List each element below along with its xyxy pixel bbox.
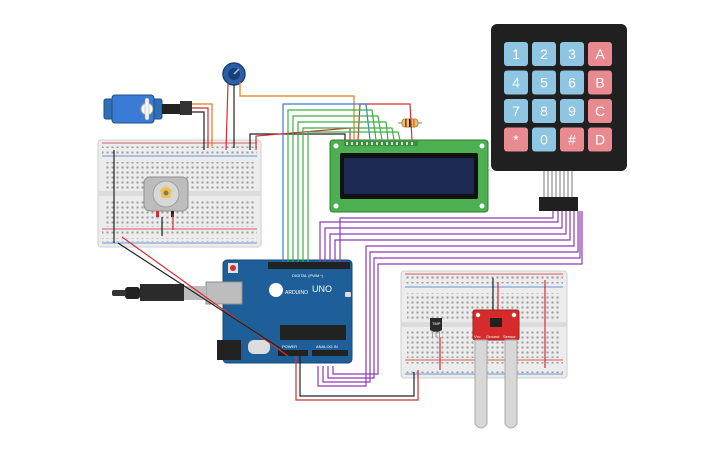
keypad-key-7[interactable]: 7 bbox=[504, 99, 528, 123]
keypad-key-*[interactable]: * bbox=[504, 127, 528, 152]
atmega-chip bbox=[280, 325, 346, 340]
keypad-key-label: A bbox=[595, 46, 605, 62]
lcd-display bbox=[329, 139, 489, 213]
keypad[interactable]: 1 2 3 A 4 5 6 B 7 8 9 C * 0 # D bbox=[491, 24, 627, 211]
keypad-key-label: 3 bbox=[568, 46, 576, 62]
keypad-key-label: 6 bbox=[568, 75, 576, 91]
moisture-pin-vcc: Vcc bbox=[474, 334, 481, 339]
keypad-key-1[interactable]: 1 bbox=[504, 42, 528, 66]
keypad-key-label: D bbox=[595, 132, 605, 148]
keypad-key-label: 8 bbox=[540, 103, 548, 119]
digital-label: DIGITAL (PWM~) bbox=[292, 273, 324, 278]
analog-header bbox=[312, 350, 348, 356]
dc-motor[interactable] bbox=[143, 176, 189, 217]
keypad-key-label: B bbox=[595, 75, 604, 91]
power-header bbox=[278, 350, 308, 356]
power-label: POWER bbox=[282, 344, 297, 349]
keypad-ribbon bbox=[539, 171, 578, 211]
servo-motor[interactable] bbox=[103, 94, 192, 124]
moisture-pin-ground: Ground bbox=[486, 334, 499, 339]
arduino-uno: DIGITAL (PWM~) ARDUINO UNO POWER ANALOG … bbox=[205, 259, 353, 364]
resistor[interactable] bbox=[398, 118, 422, 128]
keypad-key-label: * bbox=[513, 132, 519, 148]
keypad-key-5[interactable]: 5 bbox=[532, 70, 556, 95]
temperature-sensor[interactable]: TMP bbox=[430, 318, 442, 337]
keypad-key-9[interactable]: 9 bbox=[560, 99, 584, 123]
arduino-logo: ARDUINO bbox=[285, 290, 308, 296]
wires bbox=[113, 82, 583, 401]
keypad-key-label: 0 bbox=[540, 132, 548, 148]
keypad-key-label: 1 bbox=[512, 46, 520, 62]
power-jack bbox=[217, 340, 241, 360]
keypad-key-B[interactable]: B bbox=[588, 70, 612, 95]
keypad-key-label: 5 bbox=[540, 75, 548, 91]
keypad-key-#[interactable]: # bbox=[560, 127, 584, 152]
keypad-key-label: 7 bbox=[512, 103, 520, 119]
keypad-key-2[interactable]: 2 bbox=[532, 42, 556, 66]
keypad-key-C[interactable]: C bbox=[588, 99, 612, 123]
moisture-pin-sensor: Sensor bbox=[503, 334, 516, 339]
keypad-key-6[interactable]: 6 bbox=[560, 70, 584, 95]
arduino-model: UNO bbox=[312, 284, 332, 294]
soil-moisture-sensor[interactable]: Vcc Ground Sensor bbox=[472, 309, 520, 429]
keypad-key-D[interactable]: D bbox=[588, 127, 612, 152]
keypad-key-label: 2 bbox=[540, 46, 548, 62]
analog-label: ANALOG IN bbox=[316, 344, 338, 349]
keypad-key-0[interactable]: 0 bbox=[532, 127, 556, 152]
keypad-key-label: # bbox=[568, 132, 576, 148]
temp-sensor-label: TMP bbox=[432, 321, 441, 326]
keypad-keys[interactable]: 1 2 3 A 4 5 6 B 7 8 9 C * 0 # D bbox=[504, 42, 612, 152]
digital-header bbox=[268, 262, 350, 269]
keypad-key-label: C bbox=[595, 103, 605, 119]
keypad-key-A[interactable]: A bbox=[588, 42, 612, 66]
keypad-key-8[interactable]: 8 bbox=[532, 99, 556, 123]
lcd-pin-header bbox=[344, 141, 418, 146]
keypad-key-label: 9 bbox=[568, 103, 576, 119]
keypad-key-3[interactable]: 3 bbox=[560, 42, 584, 66]
potentiometer[interactable] bbox=[222, 62, 246, 86]
keypad-key-4[interactable]: 4 bbox=[504, 70, 528, 95]
keypad-key-label: 4 bbox=[512, 75, 520, 91]
